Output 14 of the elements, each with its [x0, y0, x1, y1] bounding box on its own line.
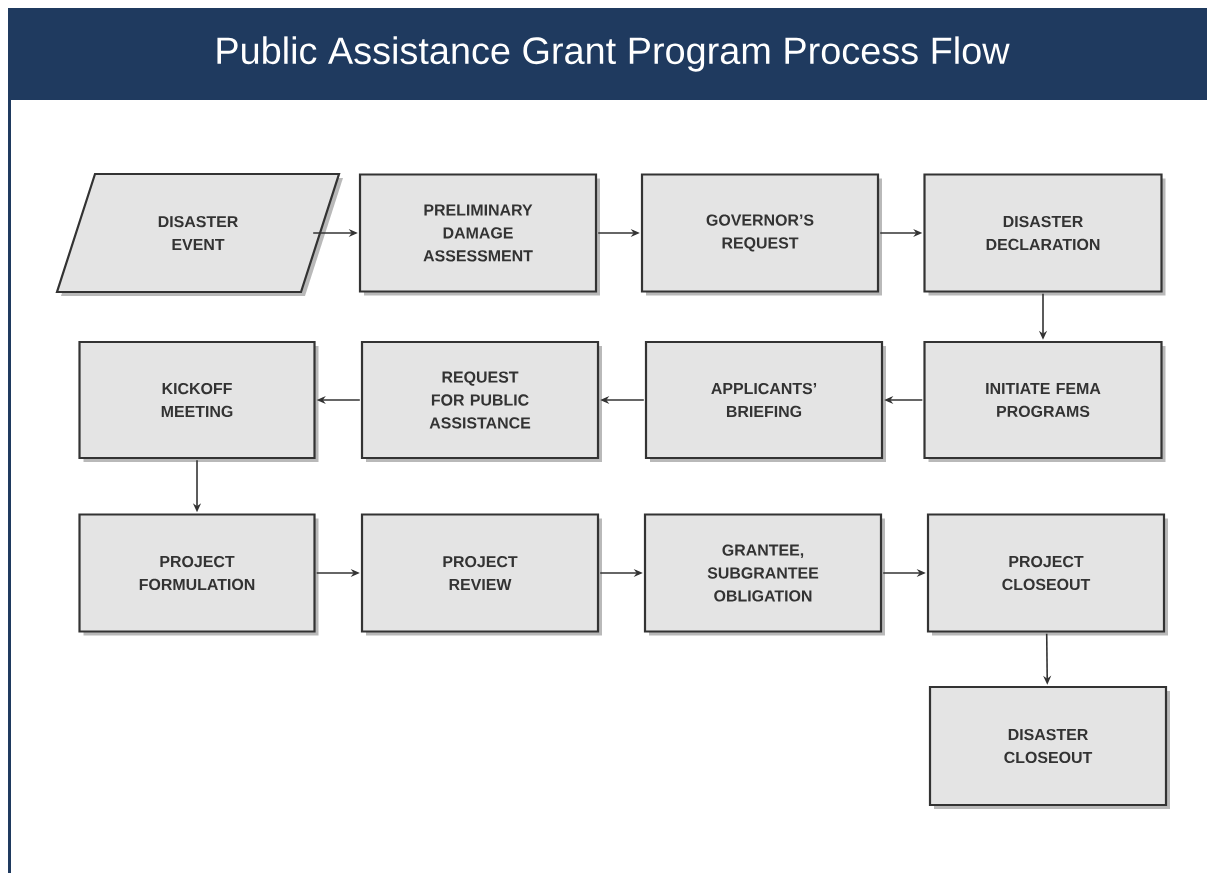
title: Public Assistance Grant Program Process Flow: [217, 36, 1010, 72]
process-box: INITIATE FEMA PROGRAMS: [923, 340, 1166, 462]
process-box: GRANTEE, SUBGRANTEE OBLIGATION: [643, 513, 885, 636]
process-box: KICKOFF MEETING: [78, 340, 319, 462]
process-box: GOVERNOR’S REQUEST: [640, 173, 882, 296]
process-box: PRELIMINARY DAMAGE ASSESSMENT: [358, 173, 600, 296]
process-box: APPLICANTS’ BRIEFING: [644, 340, 886, 462]
parallelogram-box: DISASTER EVENT: [55, 172, 343, 296]
process-box: DISASTER DECLARATION: [923, 173, 1166, 296]
process-box: REQUEST FOR PUBLIC ASSISTANCE: [360, 340, 602, 462]
process-box: DISASTER CLOSEOUT: [928, 685, 1170, 809]
process-box: PROJECT REVIEW: [360, 513, 602, 636]
process-box: PROJECT FORMULATION: [78, 513, 319, 636]
process-box: PROJECT CLOSEOUT: [926, 513, 1168, 636]
